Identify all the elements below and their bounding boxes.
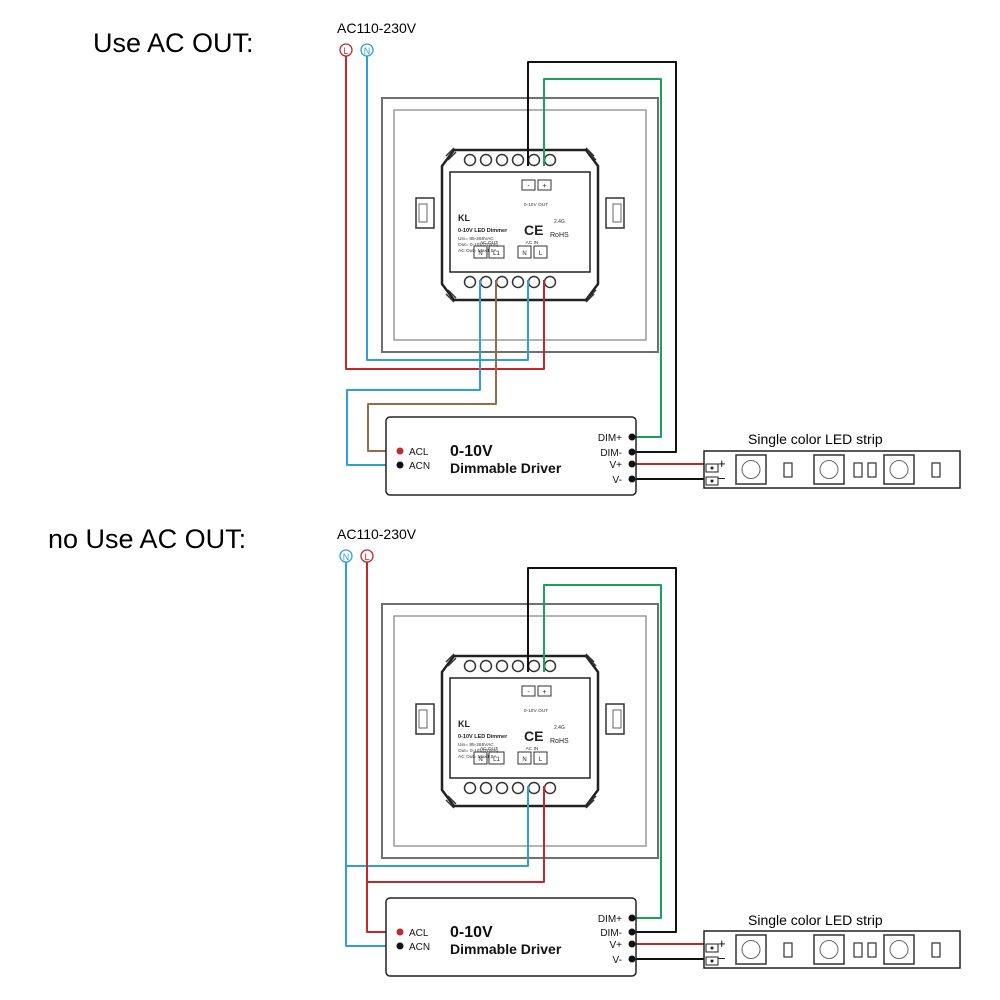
- bottom-dimmer-ac-out-label: AC OUT: [480, 746, 498, 752]
- top-dimmer-panel: KL 0-10V LED Dimmer Uin= 85-265VAC Out= …: [380, 96, 660, 354]
- top-dimmer-ac-in-label: AC IN: [526, 240, 539, 246]
- bottom-dimmer-spec-out: Out= 0-10V(20mA): [458, 748, 499, 754]
- top-dimmer-plus: +: [542, 183, 546, 190]
- top-diagram: AC110-230V L N KL 0-10V LED Dimmer Uin= …: [337, 20, 961, 496]
- top-dimmer-spec-ac-out: AC Out= Max1.5A: [458, 248, 498, 254]
- bottom-live-terminal-icon: L: [360, 549, 374, 563]
- bottom-dimmer-ac-out-l1: L1: [493, 757, 500, 763]
- bottom-dimmer-ac-in-label: AC IN: [526, 746, 539, 752]
- top-dimmer-rf: 2.4G: [554, 219, 565, 225]
- top-driver-dim-minus: DIM-: [600, 448, 622, 459]
- heading-use-ac-out: Use AC OUT:: [93, 28, 254, 58]
- bottom-led-strip-plus: +: [718, 936, 726, 951]
- bottom-led-strip-label: Single color LED strip: [748, 912, 883, 928]
- top-led-strip-minus: −: [718, 471, 726, 486]
- top-dimmer-spec-in: Uin= 85-265VAC: [458, 236, 494, 242]
- top-driver-title-line1: 0-10V: [450, 443, 493, 460]
- top-live-terminal-icon: L: [339, 43, 353, 57]
- top-dimmer-ac-out-l1: L1: [493, 251, 500, 257]
- bottom-dimmer-spec-ac-out: AC Out= Max1.5A: [458, 754, 498, 760]
- bottom-dimmer-ac-in-n: N: [522, 757, 526, 763]
- top-wire-dim-plus: [543, 78, 662, 438]
- top-wire-live-supply: [345, 56, 545, 370]
- bottom-wires: [345, 562, 710, 960]
- top-wire-neutral-supply: [366, 56, 529, 361]
- top-dimmer-ac-out-n: N: [478, 251, 482, 257]
- bottom-dimmer-ce-mark: CE: [524, 728, 543, 744]
- top-dimmer-ce-mark: CE: [524, 222, 543, 238]
- bottom-neutral-terminal-icon: N: [339, 549, 353, 563]
- bottom-wire-live-dimmer: [367, 786, 545, 883]
- bottom-driver-title-line1: 0-10V: [450, 924, 493, 941]
- top-driver-acl: ACL: [409, 447, 429, 458]
- bottom-driver: ACL ACN 0-10V Dimmable Driver DIM+ DIM- …: [385, 897, 637, 977]
- top-led-strip-label: Single color LED strip: [748, 431, 883, 447]
- top-dimmer-minus: -: [527, 183, 530, 190]
- top-led-strip-plus: +: [718, 456, 726, 471]
- bottom-driver-v-minus: V-: [613, 955, 622, 966]
- top-driver-acn: ACN: [409, 461, 430, 472]
- bottom-dimmer-out-label: 0-10V OUT: [524, 708, 548, 714]
- top-neutral-terminal-icon: N: [360, 43, 374, 57]
- top-driver-v-minus: V-: [613, 475, 622, 486]
- top-supply-label: AC110-230V: [337, 20, 417, 36]
- top-dimmer-spec-out: Out= 0-10V(20mA): [458, 242, 499, 248]
- bottom-dimmer-rohs: RoHS: [550, 738, 569, 745]
- top-wires: [345, 56, 710, 480]
- bottom-wire-dim-plus: [543, 584, 662, 919]
- top-dimmer-model: 0-10V LED Dimmer: [458, 228, 508, 234]
- bottom-supply-label: AC110-230V: [337, 526, 417, 542]
- top-driver-title-line2: Dimmable Driver: [450, 460, 562, 476]
- bottom-led-strip: Single color LED strip + −: [703, 912, 961, 969]
- top-dimmer-brand: KL: [458, 213, 470, 223]
- heading-no-use-ac-out: no Use AC OUT:: [48, 524, 247, 554]
- top-driver-v-plus: V+: [609, 460, 622, 471]
- bottom-dimmer-plus: +: [542, 689, 546, 696]
- bottom-dimmer-ac-out-n: N: [478, 757, 482, 763]
- top-wire-ac-out-l1: [367, 280, 497, 452]
- bottom-led-strip-minus: −: [718, 951, 726, 966]
- bottom-wire-neutral-supply: [345, 562, 400, 947]
- bottom-wire-neutral-dimmer: [346, 786, 529, 867]
- top-neutral-terminal-letter: N: [364, 46, 371, 56]
- bottom-dimmer-panel: KL 0-10V LED Dimmer Uin= 85-265VAC Out= …: [380, 602, 660, 860]
- top-dimmer-out-label: 0-10V OUT: [524, 202, 548, 208]
- bottom-neutral-terminal-letter: N: [343, 552, 350, 562]
- top-wire-ac-out-n: [346, 280, 481, 466]
- top-live-terminal-letter: L: [343, 46, 348, 56]
- bottom-dimmer-ac-in-l: L: [539, 757, 543, 763]
- bottom-dimmer-brand: KL: [458, 719, 470, 729]
- bottom-wire-dim-minus: [527, 567, 677, 933]
- bottom-driver-dim-plus: DIM+: [598, 914, 622, 925]
- top-dimmer-rohs: RoHS: [550, 232, 569, 239]
- top-driver-dim-plus: DIM+: [598, 433, 622, 444]
- bottom-diagram: AC110-230V N L KL 0-10V LED Dimmer Uin= …: [337, 526, 961, 977]
- bottom-driver-acl: ACL: [409, 928, 429, 939]
- bottom-dimmer-spec-in: Uin= 85-265VAC: [458, 742, 494, 748]
- bottom-driver-dim-minus: DIM-: [600, 928, 622, 939]
- bottom-driver-title-line2: Dimmable Driver: [450, 941, 562, 957]
- bottom-driver-acn: ACN: [409, 942, 430, 953]
- bottom-dimmer-model: 0-10V LED Dimmer: [458, 734, 508, 740]
- top-wire-dim-minus: [527, 61, 677, 453]
- top-led-strip: Single color LED strip + −: [703, 431, 961, 489]
- bottom-dimmer-rf: 2.4G: [554, 725, 565, 731]
- bottom-live-terminal-letter: L: [364, 552, 369, 562]
- bottom-dimmer-minus: -: [527, 689, 530, 696]
- top-dimmer-ac-in-l: L: [539, 251, 543, 257]
- top-driver: ACL ACN 0-10V Dimmable Driver DIM+ DIM- …: [385, 416, 637, 496]
- bottom-driver-v-plus: V+: [609, 940, 622, 951]
- top-dimmer-ac-out-label: AC OUT: [480, 240, 498, 246]
- top-dimmer-ac-in-n: N: [522, 251, 526, 257]
